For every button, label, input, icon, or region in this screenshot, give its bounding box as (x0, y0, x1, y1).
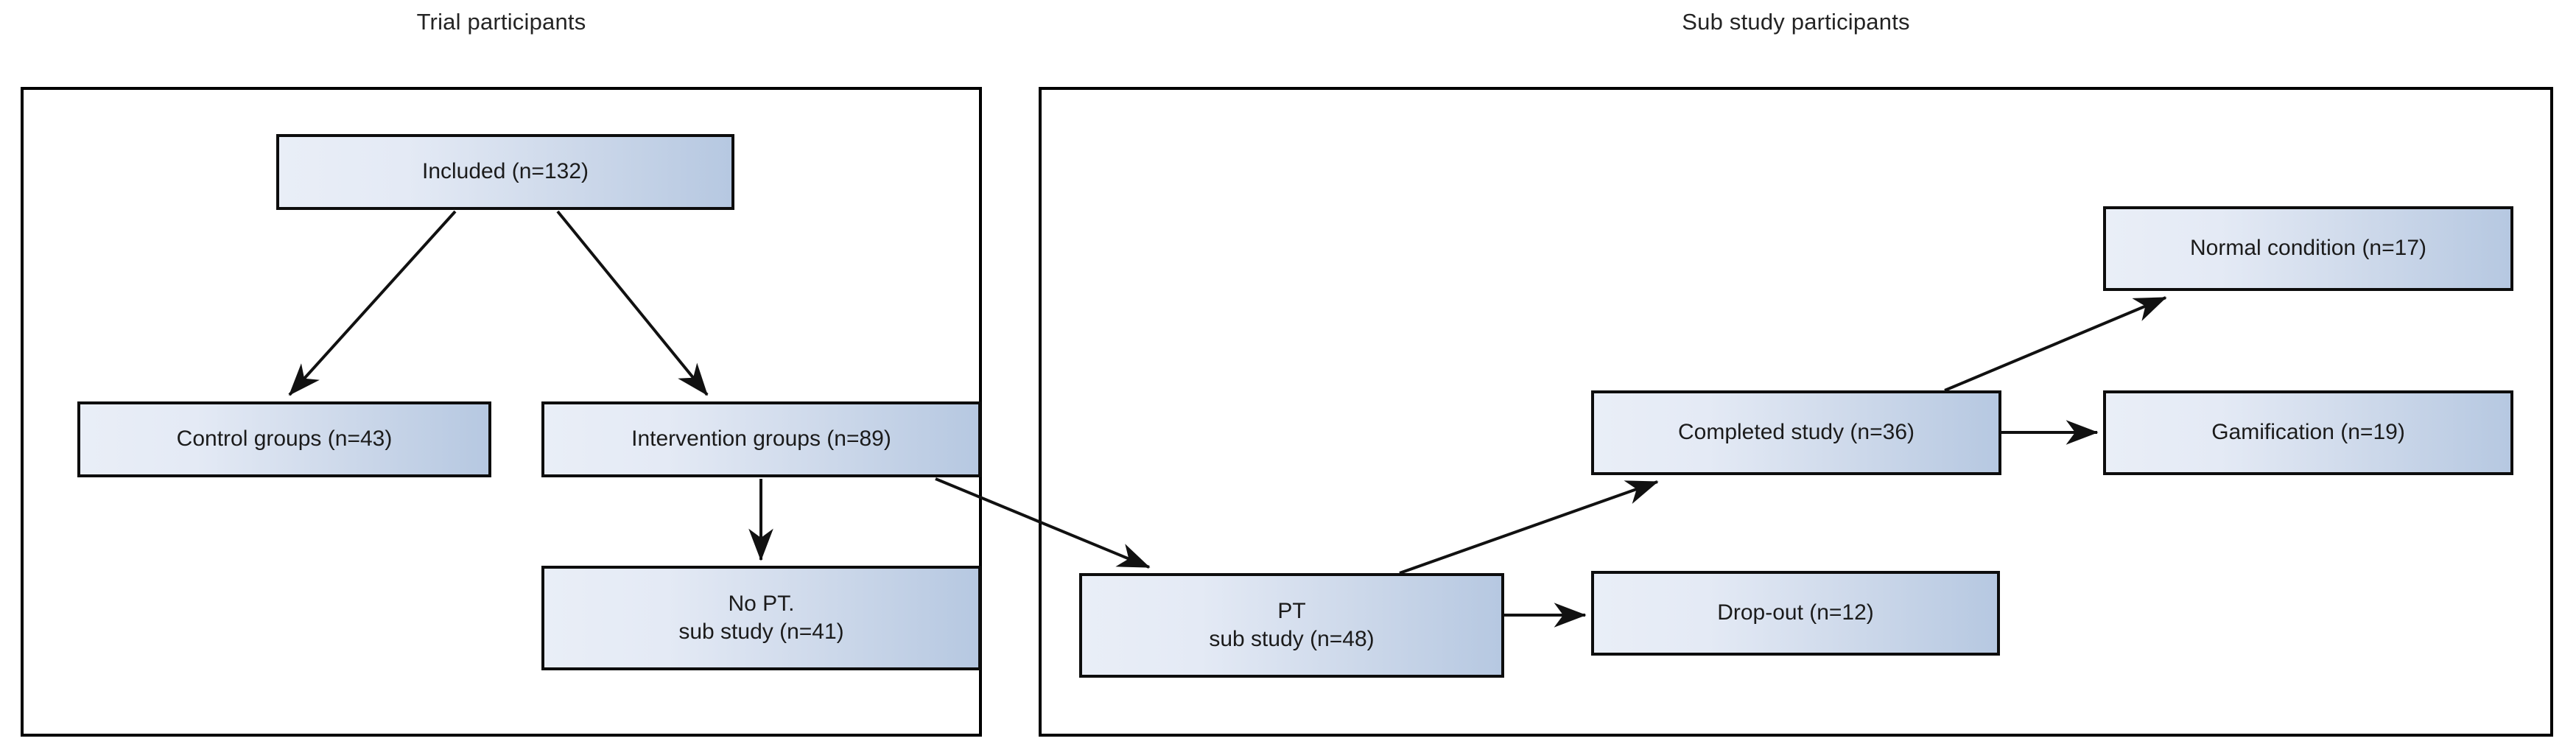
node-gamification[interactable]: Gamification (n=19) (2103, 390, 2513, 475)
node-no-pt-sub-study[interactable]: No PT. sub study (n=41) (541, 566, 981, 670)
node-gamification-label: Gamification (n=19) (2211, 420, 2405, 445)
node-pt-sub-study[interactable]: PT sub study (n=48) (1079, 573, 1504, 678)
panel-frame-sub-study-participants (1039, 87, 2553, 737)
node-pt-sub-study-label-line2: sub study (n=48) (1209, 627, 1375, 651)
node-no-pt-sub-study-label-line1: No PT. (728, 591, 795, 616)
node-drop-out[interactable]: Drop-out (n=12) (1591, 571, 2000, 656)
node-no-pt-sub-study-label-line2: sub study (n=41) (678, 620, 844, 644)
node-control-groups[interactable]: Control groups (n=43) (77, 401, 491, 477)
node-included[interactable]: Included (n=132) (276, 134, 734, 210)
node-control-groups-label: Control groups (n=43) (176, 427, 393, 452)
node-included-label: Included (n=132) (422, 159, 589, 184)
panel-title-sub-study-participants: Sub study participants (1682, 9, 1910, 35)
panel-title-trial-participants: Trial participants (416, 9, 586, 35)
node-completed-study-label: Completed study (n=36) (1677, 420, 1915, 445)
node-completed-study[interactable]: Completed study (n=36) (1591, 390, 2001, 475)
node-drop-out-label: Drop-out (n=12) (1717, 600, 1874, 625)
node-normal-condition-label: Normal condition (n=17) (2190, 236, 2426, 261)
node-intervention-groups-label: Intervention groups (n=89) (631, 427, 891, 452)
node-intervention-groups[interactable]: Intervention groups (n=89) (541, 401, 981, 477)
node-pt-sub-study-label-line1: PT (1277, 598, 1306, 623)
node-normal-condition[interactable]: Normal condition (n=17) (2103, 206, 2513, 291)
